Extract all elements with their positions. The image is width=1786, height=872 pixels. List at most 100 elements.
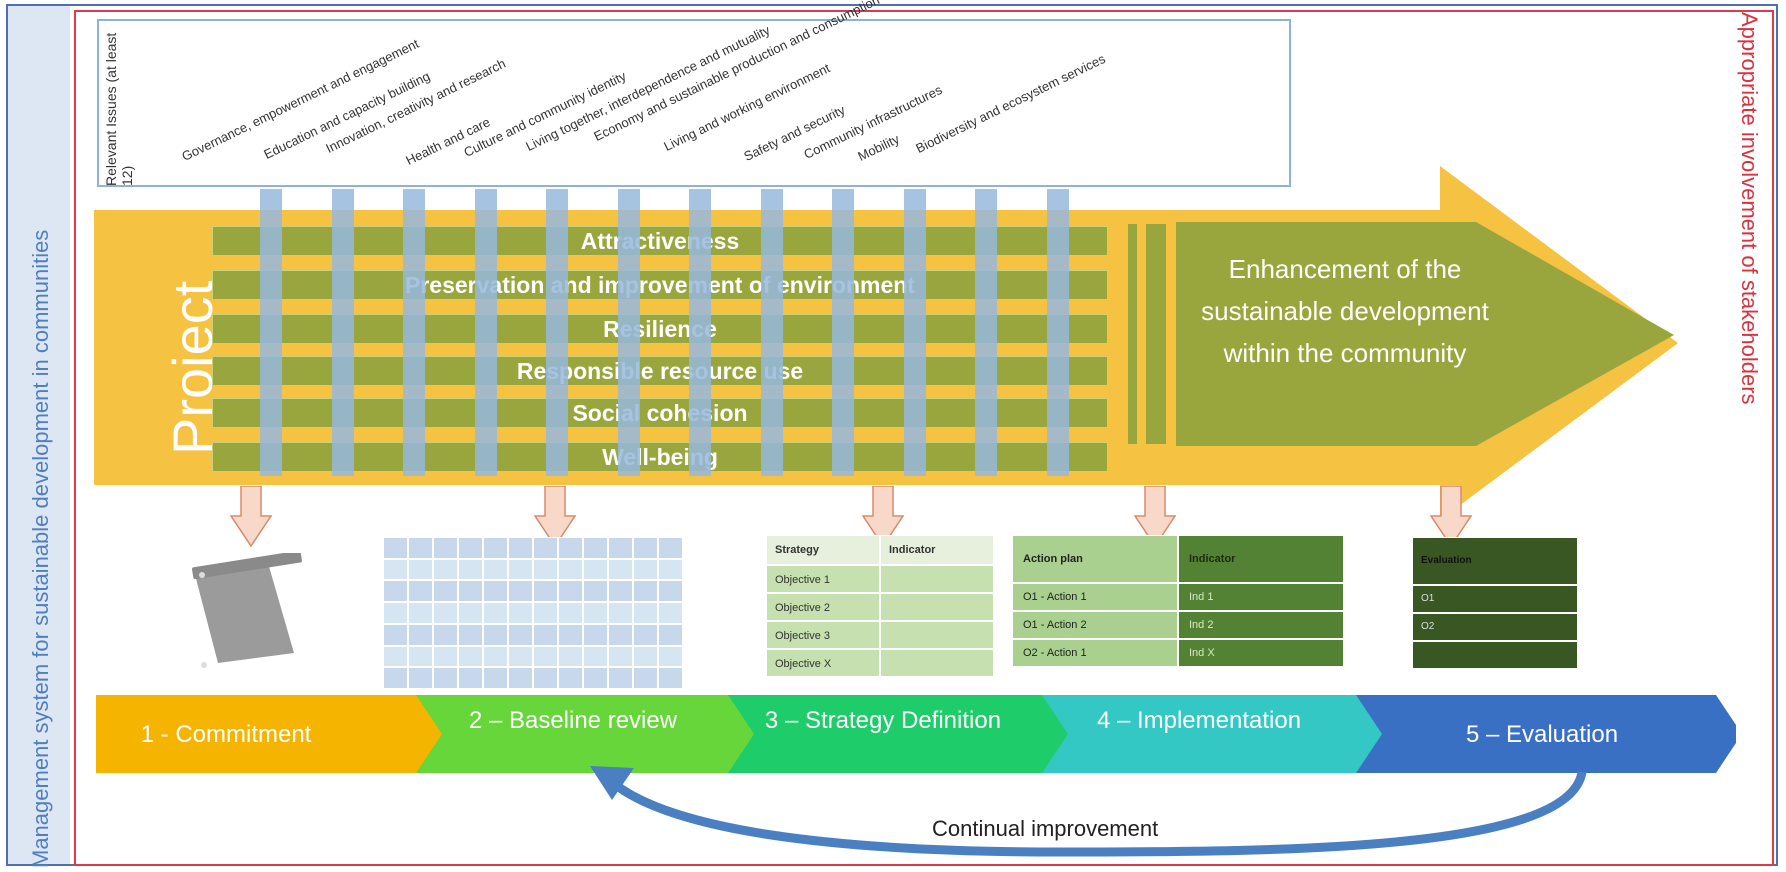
relevant-issues-title: Relevant Issues (at least 12) [103,32,135,186]
down-arrow [534,486,576,548]
baseline-cell [533,580,558,603]
baseline-cell [533,558,558,581]
baseline-cell [658,558,683,581]
issue-pillar [760,189,783,476]
baseline-cell [408,645,433,668]
separator-bar [1128,224,1137,444]
issue-pillar [474,189,497,476]
baseline-review-table [383,537,683,689]
action-cell: O1 - Action 2 [1012,611,1178,639]
baseline-cell [583,558,608,581]
baseline-cell [458,580,483,603]
issue-pillar [689,189,711,476]
baseline-cell [633,537,658,559]
separator-bar [1146,224,1166,444]
baseline-cell [658,602,683,624]
baseline-cell [433,537,458,559]
baseline-cell [508,667,533,689]
action-plan-header: Action plan [1012,535,1178,583]
purpose-row [212,398,1108,428]
purpose-label: Attractiveness [580,228,740,254]
baseline-cell [483,667,508,689]
baseline-cell [533,602,558,624]
stage-label: 1 - Commitment [140,721,312,748]
issue-pillar [975,189,997,476]
baseline-cell [633,580,658,603]
baseline-cell [433,580,458,603]
baseline-cell [383,645,408,668]
indicator-cell [880,593,994,621]
baseline-cell [558,580,583,603]
action-indicator-cell: Ind 1 [1178,583,1344,611]
baseline-cell [483,537,508,559]
baseline-cell [583,580,608,603]
baseline-cell [408,558,433,581]
baseline-cell [583,645,608,668]
strategy-row: Objective X [766,649,994,677]
down-arrow [1134,486,1176,548]
baseline-cell [558,645,583,668]
baseline-cell [408,537,433,559]
baseline-cell [433,602,458,624]
stage-chevron [416,695,780,773]
baseline-cell [408,602,433,624]
baseline-cell [383,602,408,624]
purpose-row [212,314,1108,344]
continual-improvement-arrow [590,766,1587,857]
baseline-cell [608,602,633,624]
baseline-cell [458,602,483,624]
baseline-cell [508,580,533,603]
down-arrow [230,486,272,548]
baseline-cell [508,645,533,668]
baseline-cell [558,667,583,689]
action-indicator-cell: Ind 2 [1178,611,1344,639]
baseline-cell [433,667,458,689]
indicator-header: Indicator [880,535,994,565]
baseline-cell [433,623,458,646]
down-arrow [862,486,904,548]
baseline-cell [633,623,658,646]
baseline-cell [533,645,558,668]
action-indicator-cell: Ind X [1178,639,1344,667]
purpose-row [212,356,1108,386]
action-indicator-header: Indicator [1178,535,1344,583]
strategy-row: Objective 3 [766,621,994,649]
baseline-cell [608,537,633,559]
evaluation-row [1412,641,1578,669]
baseline-cell [483,623,508,646]
baseline-cell [508,537,533,559]
indicator-cell [880,649,994,677]
baseline-cell [558,558,583,581]
baseline-cell [558,602,583,624]
down-arrow [1430,486,1472,548]
action-cell: O1 - Action 1 [1012,583,1178,611]
outcome-label: Enhancement of the sustainable developme… [1201,254,1489,368]
issue-pillar [260,189,282,476]
baseline-cell [658,623,683,646]
baseline-cell [383,623,408,646]
issue-pillar [331,189,354,476]
objective-cell: Objective 1 [766,565,880,593]
baseline-cell [483,602,508,624]
strategy-header: Strategy [766,535,880,565]
baseline-cell [508,558,533,581]
issue-pillar [617,189,640,476]
issue-pillar [1046,189,1069,476]
document-icon [192,553,302,668]
continual-improvement-label: Continual improvement [932,816,1159,841]
issue-pillar [546,189,568,476]
objective-cell: Objective 3 [766,621,880,649]
baseline-cell [408,580,433,603]
issue-pillar [903,189,926,476]
purpose-row [212,226,1108,256]
baseline-cell [483,645,508,668]
baseline-cell [383,580,408,603]
baseline-cell [458,537,483,559]
baseline-cell [608,558,633,581]
baseline-cell [658,537,683,559]
strategy-row: Objective 2 [766,593,994,621]
stage-chevron [1356,695,1736,773]
baseline-cell [408,667,433,689]
